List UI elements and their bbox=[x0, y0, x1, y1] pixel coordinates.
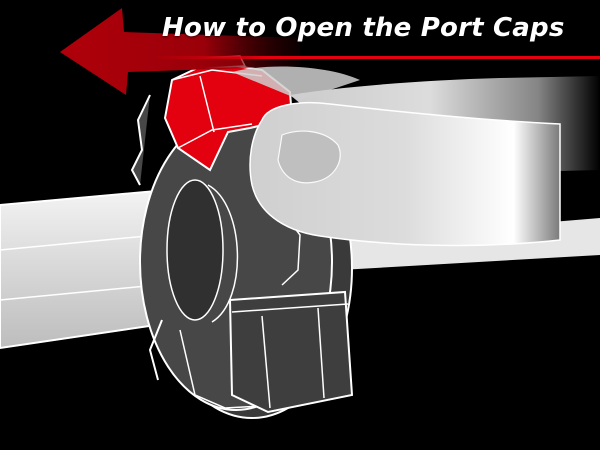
title-underline bbox=[150, 56, 600, 59]
hand-illustration bbox=[232, 66, 600, 247]
page-title: How to Open the Port Caps bbox=[162, 13, 565, 43]
arrow-left-icon bbox=[60, 8, 300, 95]
lower-port-cap bbox=[228, 290, 354, 414]
